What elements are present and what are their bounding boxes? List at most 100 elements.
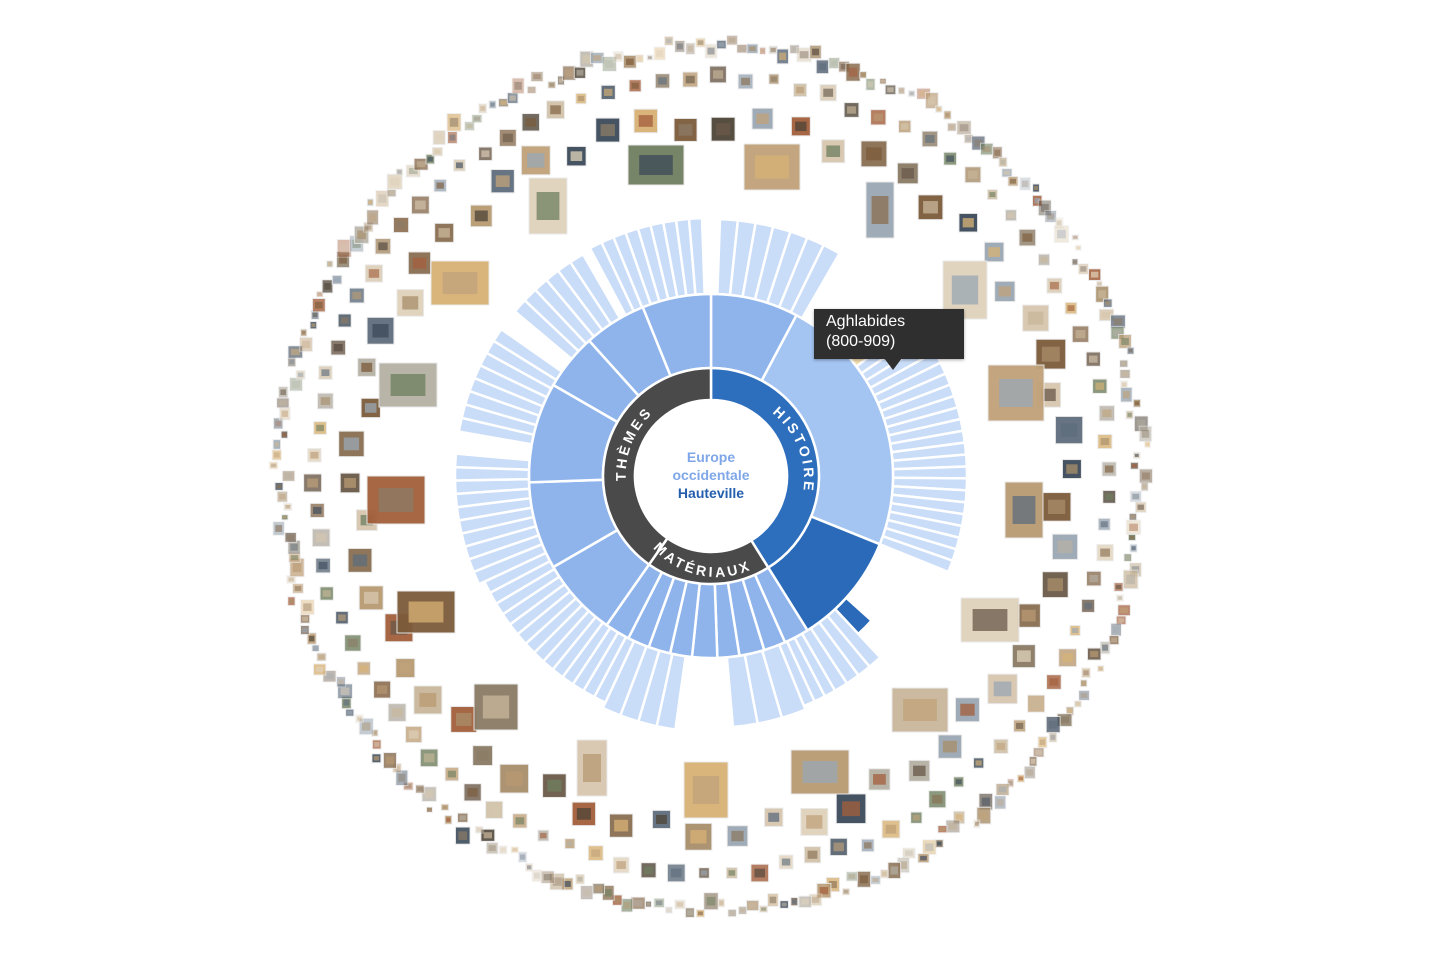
thumbnail-image[interactable] bbox=[1048, 731, 1058, 743]
thumbnail-image[interactable] bbox=[271, 449, 282, 461]
thumbnail-image[interactable] bbox=[879, 77, 887, 85]
thumbnail-image[interactable] bbox=[1138, 425, 1153, 443]
segment-themes[interactable] bbox=[601, 366, 713, 567]
thumbnail-image[interactable] bbox=[579, 885, 594, 901]
thumbnail-image[interactable] bbox=[1023, 765, 1036, 780]
thumbnail-image[interactable] bbox=[299, 336, 314, 353]
thumbnail-image[interactable] bbox=[540, 870, 555, 885]
thumbnail-image[interactable] bbox=[695, 37, 706, 48]
thumbnail-image[interactable] bbox=[272, 417, 284, 430]
thumbnail-image[interactable] bbox=[281, 470, 296, 482]
thumbnail-image[interactable] bbox=[1081, 667, 1091, 679]
thumbnail-image[interactable] bbox=[727, 908, 737, 918]
thumbnail-image[interactable] bbox=[956, 120, 972, 136]
thumbnail-image[interactable] bbox=[685, 42, 696, 56]
thumbnail-image[interactable] bbox=[1078, 689, 1091, 701]
thumbnail-image[interactable] bbox=[315, 290, 324, 298]
thumbnail-image[interactable] bbox=[395, 168, 404, 176]
thumbnail-image[interactable] bbox=[726, 34, 739, 46]
thumbnail-image[interactable] bbox=[1037, 199, 1052, 217]
thumbnail-image[interactable] bbox=[1074, 244, 1082, 252]
thumbnail-image[interactable] bbox=[1041, 492, 1072, 522]
thumbnail-image[interactable] bbox=[1019, 176, 1032, 191]
thumbnail-image[interactable] bbox=[366, 209, 380, 226]
thumbnail-image[interactable] bbox=[1071, 258, 1079, 266]
thumbnail-image[interactable] bbox=[471, 114, 483, 124]
thumbnail-image[interactable] bbox=[510, 846, 520, 854]
thumbnail-image[interactable] bbox=[759, 905, 769, 913]
thumbnail-image[interactable] bbox=[498, 845, 508, 855]
center-label-line1[interactable]: Europe bbox=[687, 449, 735, 465]
thumbnail-image[interactable] bbox=[1054, 217, 1064, 229]
thumbnail-image[interactable] bbox=[268, 461, 279, 470]
thumbnail-image[interactable] bbox=[1097, 665, 1105, 673]
thumbnail-image[interactable] bbox=[463, 121, 476, 132]
thumbnail-image[interactable] bbox=[1143, 440, 1152, 449]
thumbnail-image[interactable] bbox=[653, 46, 666, 61]
thumbnail-image[interactable] bbox=[549, 872, 566, 891]
thumbnail-image[interactable] bbox=[526, 85, 537, 95]
thumbnail-image[interactable] bbox=[995, 783, 1010, 796]
thumbnail-image[interactable] bbox=[375, 189, 390, 208]
thumbnail-image[interactable] bbox=[1032, 747, 1045, 758]
thumbnail-image[interactable] bbox=[272, 521, 285, 536]
thumbnail-image[interactable] bbox=[287, 345, 304, 359]
level3-segment[interactable] bbox=[453, 452, 532, 471]
thumbnail-image[interactable] bbox=[335, 676, 347, 688]
thumbnail-image[interactable] bbox=[946, 122, 957, 132]
thumbnail-image[interactable] bbox=[450, 705, 478, 733]
center-label-line2[interactable]: occidentale bbox=[672, 467, 749, 483]
thumbnail-image[interactable] bbox=[737, 905, 748, 915]
thumbnail-image[interactable] bbox=[674, 899, 686, 910]
thumbnail-image[interactable] bbox=[511, 77, 525, 95]
thumbnail-image[interactable] bbox=[1115, 593, 1125, 603]
thumbnail-image[interactable] bbox=[395, 769, 409, 787]
thumbnail-image[interactable] bbox=[478, 103, 488, 114]
thumbnail-image[interactable] bbox=[907, 89, 916, 98]
thumbnail-image[interactable] bbox=[322, 669, 337, 683]
thumbnail-image[interactable] bbox=[993, 795, 1007, 810]
thumbnail-image[interactable] bbox=[704, 43, 718, 59]
thumbnail-image[interactable] bbox=[326, 260, 334, 268]
thumbnail-image[interactable] bbox=[845, 871, 859, 882]
thumbnail-image[interactable] bbox=[973, 819, 981, 829]
thumbnail-image[interactable] bbox=[474, 825, 484, 834]
thumbnail-image[interactable] bbox=[1140, 481, 1149, 492]
thumbnail-image[interactable] bbox=[1119, 359, 1129, 368]
thumbnail-image[interactable] bbox=[530, 71, 544, 83]
thumbnail-image[interactable] bbox=[358, 717, 374, 736]
thumbnail-image[interactable] bbox=[354, 714, 364, 724]
thumbnail-image[interactable] bbox=[1006, 778, 1015, 788]
thumbnail-image[interactable] bbox=[299, 328, 308, 337]
thumbnail-image[interactable] bbox=[499, 763, 530, 794]
thumbnail-image[interactable] bbox=[635, 54, 644, 64]
thumbnail-image[interactable] bbox=[525, 862, 534, 872]
thumbnail-image[interactable] bbox=[879, 868, 889, 879]
thumbnail-image[interactable] bbox=[674, 39, 686, 53]
thumbnail-image[interactable] bbox=[663, 35, 674, 46]
thumbnail-image[interactable] bbox=[1053, 225, 1070, 244]
thumbnail-image[interactable] bbox=[1071, 234, 1080, 241]
thumbnail-image[interactable] bbox=[1138, 468, 1154, 484]
thumbnail-image[interactable] bbox=[415, 784, 425, 794]
thumbnail-image[interactable] bbox=[1044, 209, 1058, 223]
thumbnail-image[interactable] bbox=[646, 54, 654, 61]
thumbnail-image[interactable] bbox=[1073, 700, 1083, 708]
thumbnail-image[interactable] bbox=[897, 86, 906, 95]
thumbnail-image[interactable] bbox=[311, 644, 320, 653]
thumbnail-image[interactable] bbox=[316, 652, 327, 662]
segment-histoire[interactable] bbox=[709, 366, 821, 570]
thumbnail-image[interactable] bbox=[1119, 369, 1131, 379]
thumbnail-image[interactable] bbox=[1126, 346, 1135, 355]
thumbnail-image[interactable] bbox=[337, 683, 353, 700]
thumbnail-image[interactable] bbox=[991, 146, 1003, 160]
thumbnail-image[interactable] bbox=[517, 851, 528, 863]
thumbnail-image[interactable] bbox=[653, 897, 665, 909]
center-label-line3[interactable]: Hauteville bbox=[678, 485, 744, 501]
thumbnail-image[interactable] bbox=[601, 55, 618, 72]
thumbnail-image[interactable] bbox=[283, 502, 293, 511]
thumbnail-image[interactable] bbox=[841, 887, 851, 896]
thumbnail-image[interactable] bbox=[758, 46, 767, 56]
thumbnail-image[interactable] bbox=[276, 490, 289, 503]
thumbnail-image[interactable] bbox=[299, 599, 315, 616]
